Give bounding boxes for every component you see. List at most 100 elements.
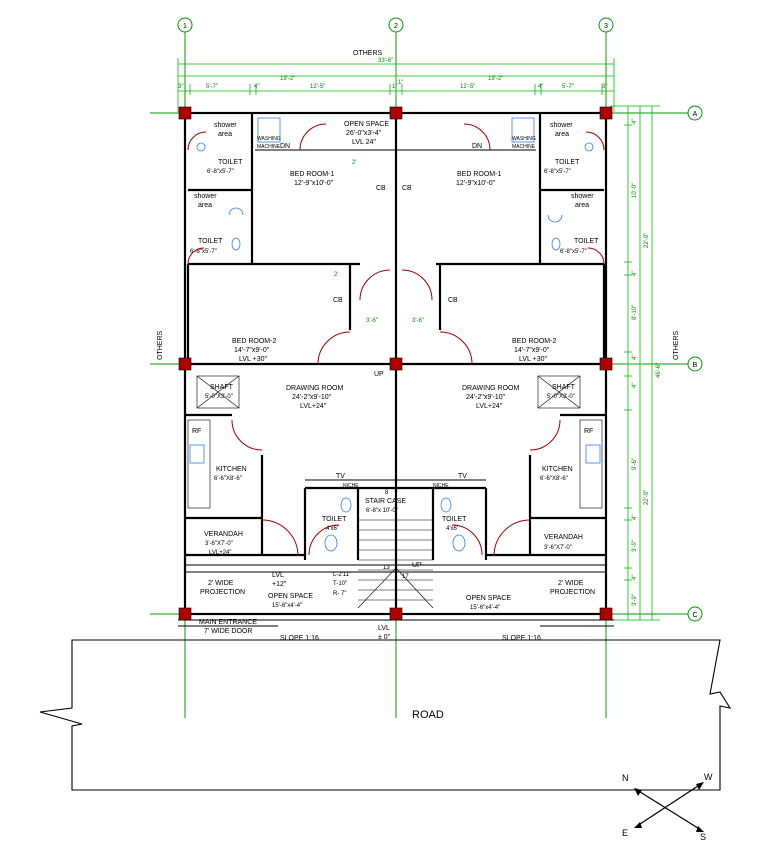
slope-right: SLOPE 1:16 (502, 635, 541, 642)
bed2-left: BED ROOM-2 (232, 338, 276, 345)
open-space-top-size: 26'-0"x3'-4" (346, 130, 382, 137)
dim-v1: 4" (632, 119, 638, 124)
washing-r: WASHING (512, 136, 536, 142)
verandah-left: VERANDAH (204, 531, 243, 538)
staircase (357, 519, 434, 609)
two-ft-2: 2' (334, 272, 338, 278)
kitchen-left: KITCHEN (216, 466, 247, 473)
dim-v3: 4" (632, 271, 638, 276)
dim-half-right: 19'-2" (488, 76, 503, 82)
compass-e-arrow-icon (634, 822, 642, 828)
shower-l2-b: area (198, 202, 212, 209)
gap-right: 3'-6" (412, 318, 424, 324)
dim-v7: 9'-6" (632, 458, 638, 470)
toilet-small-right: TOILET (442, 516, 467, 523)
bed2-right: BED ROOM-2 (512, 338, 556, 345)
fixtures (187, 117, 603, 552)
dim-v6: 4" (632, 383, 638, 388)
room-labels: OTHERS OTHERS OTHERS OPEN SPACE 26'-0"x3… (157, 50, 680, 642)
lvl-left-val: +12" (272, 581, 287, 588)
compass-s-arrow-icon (696, 826, 704, 832)
shower-r1-b: area (555, 131, 569, 138)
others-left: OTHERS (157, 331, 164, 361)
verandah-right-size: 3'-6"X7'-0" (544, 545, 572, 551)
machine-l: MACHINE (257, 144, 281, 150)
machine-r: MACHINE (512, 144, 536, 150)
dim-seg-r4: 5'-7" (562, 84, 574, 90)
dim-overall: 33'-6" (378, 58, 393, 64)
cb-1: CB (376, 185, 386, 192)
stair-step-17: 17 (402, 574, 409, 580)
dim-v10: 4" (632, 575, 638, 580)
toilet-l1: TOILET (218, 159, 243, 166)
bed1-right: BED ROOM-1 (457, 171, 501, 178)
top-dimensions: 33'-6" 19'-2" 19'-2" 3" 5'-7" 4" 12'-5" … (177, 58, 615, 112)
dim-vert-bc: 22'-9" (644, 490, 650, 505)
rf-right: RF (584, 428, 593, 435)
grid-row-b: B (693, 362, 698, 369)
grid-col-2: 2 (394, 23, 398, 30)
niche-left: NICHE (343, 483, 359, 489)
open-space-right: OPEN SPACE (466, 595, 511, 602)
dim-vert-ab: 22'-9" (644, 233, 650, 248)
compass-n: N (622, 773, 629, 783)
doors (187, 123, 605, 557)
bed1-right-size: 12'-9"x10'-0" (456, 180, 496, 187)
bed1-left: BED ROOM-1 (290, 171, 334, 178)
toilet-r2-size: 6'-8"x5'-7" (560, 249, 587, 255)
washing-l: WASHING (257, 136, 281, 142)
open-space-right-size: 15'-6"x4'-4" (470, 605, 500, 611)
shaft-left-size: 5'-0"X3'-0" (205, 394, 233, 400)
niche-right: NICHE (433, 483, 449, 489)
lvl-center: LVL (378, 625, 390, 632)
dim-seg-l4: 12'-5" (310, 84, 325, 90)
bed2-left-lvl: LVL +30" (239, 356, 267, 363)
kitchen-right: KITCHEN (542, 466, 573, 473)
stair-spec-r: R- 7" (333, 591, 346, 597)
staircase-label: STAIR CASE (365, 498, 406, 505)
stair-step-13: 13 (383, 565, 390, 571)
dim-seg-l2: 5'-7" (206, 84, 218, 90)
dim-v4: 8'-10" (632, 305, 638, 320)
dim-seg-l3: 4" (254, 84, 259, 90)
compass-w-arrow-icon (696, 782, 704, 790)
shower-r2-a: shower (571, 193, 594, 200)
dn-left: DN (280, 143, 290, 150)
dim-v2: 10'-9" (632, 183, 638, 198)
toilet-r1-size: 6'-8"x5'-7" (544, 169, 571, 175)
dn-right: DN (472, 143, 482, 150)
lvl-center-val: ± 0" (378, 634, 391, 641)
toilet-small-left-size: 4'x6' (326, 526, 338, 532)
stair-step-8: 8 (385, 490, 389, 496)
drawing-right-size: 24'-2"x9'-10" (466, 394, 506, 401)
slope-left: SLOPE 1:16 (280, 635, 319, 642)
road-outline (39, 639, 732, 791)
stair-spec-l: L-2'11" (333, 572, 351, 578)
drawing-left-size: 24'-2"x9'-10" (292, 394, 332, 401)
toilet-r2: TOILET (574, 238, 599, 245)
toilet-small-left: TOILET (322, 516, 347, 523)
rf-left: RF (192, 428, 201, 435)
shower-l2-a: shower (194, 193, 217, 200)
shower-l1-b: area (218, 131, 232, 138)
verandah-left-size: 3'-6"X7'-0" (205, 541, 233, 547)
shaft-left: SHAFT (210, 384, 234, 391)
shaft-right-size: 5'-0"X3'-0" (547, 394, 575, 400)
tv-left: TV (336, 473, 345, 480)
open-space-top: OPEN SPACE (344, 121, 389, 128)
wide-door: 7' WIDE DOOR (204, 628, 252, 635)
drawing-left: DRAWING ROOM (286, 385, 343, 392)
dim-seg-l1: 3" (178, 84, 183, 90)
compass-w: W (704, 772, 713, 782)
cb-3: CB (333, 297, 343, 304)
grid-col-3: 3 (604, 23, 608, 30)
open-space-left-size: 15'-6"x4'-4" (272, 603, 302, 609)
open-space-left: OPEN SPACE (268, 593, 313, 600)
toilet-r1: TOILET (555, 159, 580, 166)
shower-r2-b: area (575, 202, 589, 209)
bed2-right-size: 14'-7"x9'-0" (514, 347, 550, 354)
dim-v8: 4" (632, 515, 638, 520)
right-dimensions: 46'-6" 22'-9" 22'-9" 4" 10'-9" 4" 8'-10"… (610, 105, 662, 621)
tv-right: TV (458, 473, 467, 480)
